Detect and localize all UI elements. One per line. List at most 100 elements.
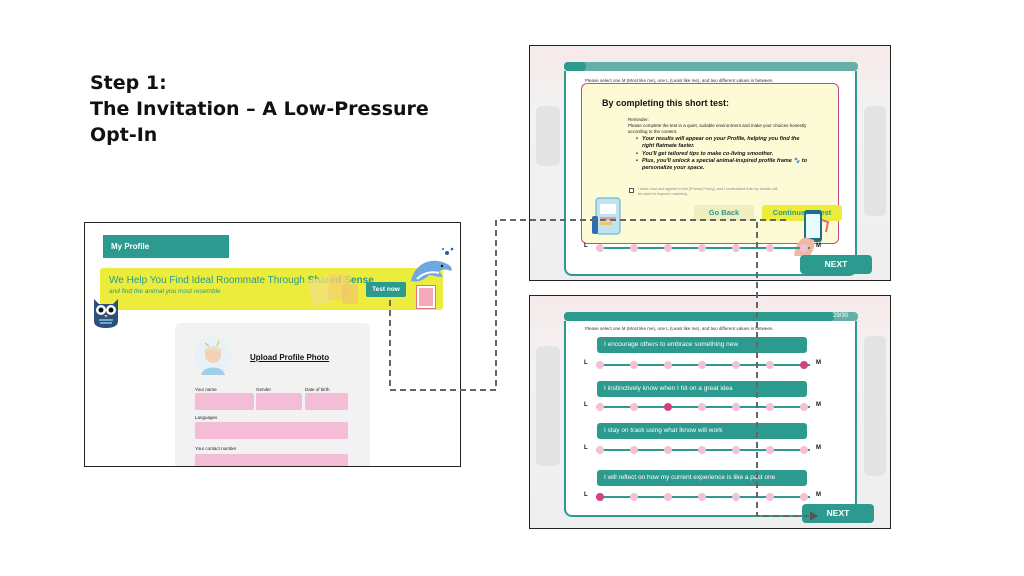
name-field[interactable] bbox=[195, 393, 254, 410]
scale-option-selected[interactable] bbox=[664, 403, 672, 411]
scale-low-label: L bbox=[584, 360, 588, 366]
languages-field[interactable] bbox=[195, 422, 348, 439]
progress-fill bbox=[564, 312, 834, 321]
question-text: I encourage others to embrace something … bbox=[597, 337, 807, 353]
scale-option[interactable] bbox=[664, 244, 672, 252]
reminder-label: Reminder: bbox=[628, 117, 649, 122]
gender-label: Gender bbox=[256, 387, 272, 392]
languages-label: Languages bbox=[195, 415, 218, 420]
scale-high-label: M bbox=[816, 243, 821, 249]
dob-field[interactable] bbox=[305, 393, 348, 410]
heading-line-3: Opt-In bbox=[90, 124, 158, 146]
tablet-icon bbox=[592, 197, 621, 235]
question-text: I instinctively know when I hit on a gre… bbox=[597, 381, 807, 397]
scale-option[interactable] bbox=[698, 493, 706, 501]
scale-option[interactable] bbox=[800, 403, 808, 411]
agreement-checkbox[interactable] bbox=[629, 188, 634, 193]
scale-option[interactable] bbox=[596, 403, 604, 411]
scale-option[interactable] bbox=[698, 244, 706, 252]
scale-option[interactable] bbox=[698, 403, 706, 411]
heading-line-1: Step 1: bbox=[90, 72, 167, 94]
progress-fill bbox=[564, 62, 586, 71]
banner-title-prefix: We Help You Find Ideal Roommate Through bbox=[109, 275, 308, 286]
benefit-item: Plus, you'll unlock a special animal-ins… bbox=[636, 158, 811, 172]
rating-scale: L M bbox=[582, 242, 834, 254]
scale-option[interactable] bbox=[800, 493, 808, 501]
reminder-body: Please complete the test in a quiet, sui… bbox=[628, 123, 807, 134]
scale-high-label: M bbox=[816, 445, 821, 451]
my-profile-tab[interactable]: My Profile bbox=[103, 235, 229, 258]
scale-option[interactable] bbox=[630, 446, 638, 454]
benefit-item: Your results will appear on your Profile… bbox=[636, 136, 811, 150]
scale-option[interactable] bbox=[664, 493, 672, 501]
banner-subtitle: and find the animal you most resemble bbox=[109, 288, 221, 295]
scale-high-label: M bbox=[816, 492, 821, 498]
scale-option[interactable] bbox=[732, 403, 740, 411]
scale-option[interactable] bbox=[766, 244, 774, 252]
scale-option[interactable] bbox=[630, 493, 638, 501]
scale-option[interactable] bbox=[630, 403, 638, 411]
step-heading: Step 1: The Invitation – A Low-Pressure … bbox=[90, 70, 470, 148]
scale-option-selected[interactable] bbox=[800, 361, 808, 369]
scale-option[interactable] bbox=[664, 446, 672, 454]
scale-low-label: L bbox=[584, 492, 588, 498]
invitation-modal: By completing this short test: Reminder:… bbox=[581, 83, 842, 244]
test-instruction: Please select one M (Most like me), one … bbox=[585, 78, 774, 83]
gender-field[interactable] bbox=[256, 393, 302, 410]
scale-option[interactable] bbox=[664, 361, 672, 369]
roommate-test-banner[interactable]: We Help You Find Ideal Roommate Through … bbox=[100, 268, 443, 310]
scale-low-label: L bbox=[584, 402, 588, 408]
scale-option[interactable] bbox=[732, 244, 740, 252]
agreement-text: I have read and agreed to the [Privacy P… bbox=[638, 187, 778, 196]
benefits-list: Your results will appear on your Profile… bbox=[636, 136, 811, 173]
next-button[interactable]: NEXT bbox=[800, 255, 872, 274]
blurred-panel bbox=[536, 106, 560, 166]
scale-option[interactable] bbox=[766, 361, 774, 369]
profile-form: Upload Profile Photo Your name Gender Da… bbox=[175, 323, 370, 466]
invitation-screen: Please select one M (Most like me), one … bbox=[529, 45, 891, 281]
scale-option[interactable] bbox=[596, 361, 604, 369]
scale-option[interactable] bbox=[766, 446, 774, 454]
progress-bar bbox=[564, 62, 858, 71]
scale-option[interactable] bbox=[766, 403, 774, 411]
owl-icon bbox=[94, 299, 118, 328]
scale-option[interactable] bbox=[766, 493, 774, 501]
test-instruction: Please select one M (Most like me), one … bbox=[585, 326, 774, 331]
scale-option[interactable] bbox=[698, 446, 706, 454]
scale-option[interactable] bbox=[698, 361, 706, 369]
scale-option[interactable] bbox=[732, 493, 740, 501]
cards-illustration-icon bbox=[308, 274, 358, 306]
test-now-button[interactable]: Test now bbox=[366, 282, 406, 297]
scale-high-label: M bbox=[816, 402, 821, 408]
blurred-panel bbox=[864, 106, 886, 216]
scale-option[interactable] bbox=[732, 361, 740, 369]
scale-option[interactable] bbox=[630, 361, 638, 369]
contact-label: Your contact number bbox=[195, 446, 237, 451]
contact-field[interactable] bbox=[195, 454, 348, 466]
scale-option[interactable] bbox=[732, 446, 740, 454]
dolphin-icon bbox=[411, 247, 454, 282]
scale-option[interactable] bbox=[800, 446, 808, 454]
question-counter: 29/30 bbox=[832, 313, 848, 319]
blurred-panel bbox=[864, 336, 886, 476]
dob-label: Date of birth bbox=[305, 387, 330, 392]
upload-photo-link[interactable]: Upload Profile Photo bbox=[250, 353, 330, 362]
question-screen: 29/30 Please select one M (Most like me)… bbox=[529, 295, 891, 529]
scale-option[interactable] bbox=[800, 244, 808, 252]
profile-screen: My Profile We Help You Find Ideal Roomma… bbox=[84, 222, 461, 467]
go-back-button[interactable]: Go Back bbox=[694, 205, 754, 221]
question-text: I will reflect on how my current experie… bbox=[597, 470, 807, 486]
heading-line-2: The Invitation – A Low-Pressure bbox=[90, 98, 429, 120]
scale-option[interactable] bbox=[630, 244, 638, 252]
scale-low-label: L bbox=[584, 243, 588, 249]
avatar[interactable] bbox=[193, 335, 233, 377]
next-button[interactable]: NEXT bbox=[802, 504, 874, 523]
scale-option[interactable] bbox=[596, 446, 604, 454]
scale-option-selected[interactable] bbox=[596, 493, 604, 501]
scale-option[interactable] bbox=[596, 244, 604, 252]
modal-title: By completing this short test: bbox=[602, 98, 730, 108]
